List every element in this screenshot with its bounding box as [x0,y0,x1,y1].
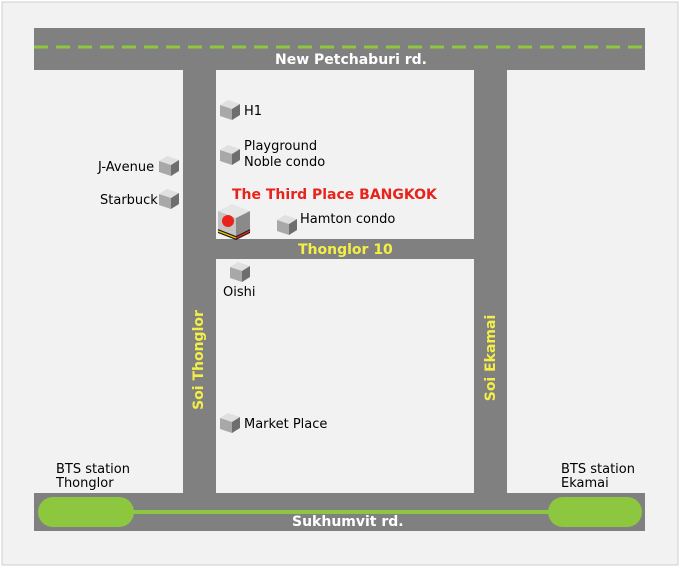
station-label-ekamai-line1: BTS station [561,462,635,477]
road-soi-ekamai [474,70,507,493]
place-label-playground: Playground [244,139,318,154]
road-label-sukhumvit: Sukhumvit rd. [292,514,404,530]
place-label-noble-condo: Noble condo [244,155,326,170]
station-label-thonglor-line1: BTS station [56,462,130,477]
station-label-thonglor-line2: Thonglor [56,476,114,491]
place-label-third-place: The Third Place BANGKOK [232,187,437,203]
road-label-soi-ekamai: Soi Ekamai [483,314,499,402]
place-label-hamton-condo: Hamton condo [300,212,396,227]
bts-station-ekamai [548,497,642,527]
bts-station-thonglor [38,497,134,527]
place-label-j-avenue: J-Avenue [98,160,155,175]
road-new-petchaburi [34,28,645,70]
place-label-h1: H1 [244,104,263,119]
road-label-thonglor-10: Thonglor 10 [298,242,393,258]
destination-marker-icon [217,204,251,240]
place-label-oishi: Oishi [223,285,256,300]
road-thonglor-10 [216,239,474,259]
station-label-ekamai-line2: Ekamai [561,476,609,491]
place-label-starbuck: Starbuck [100,193,158,208]
road-label-new-petchaburi: New Petchaburi rd. [275,52,427,68]
place-label-market-place: Market Place [244,417,328,432]
road-label-soi-thonglor: Soi Thonglor [191,310,207,410]
road-soi-thonglor [183,70,216,493]
